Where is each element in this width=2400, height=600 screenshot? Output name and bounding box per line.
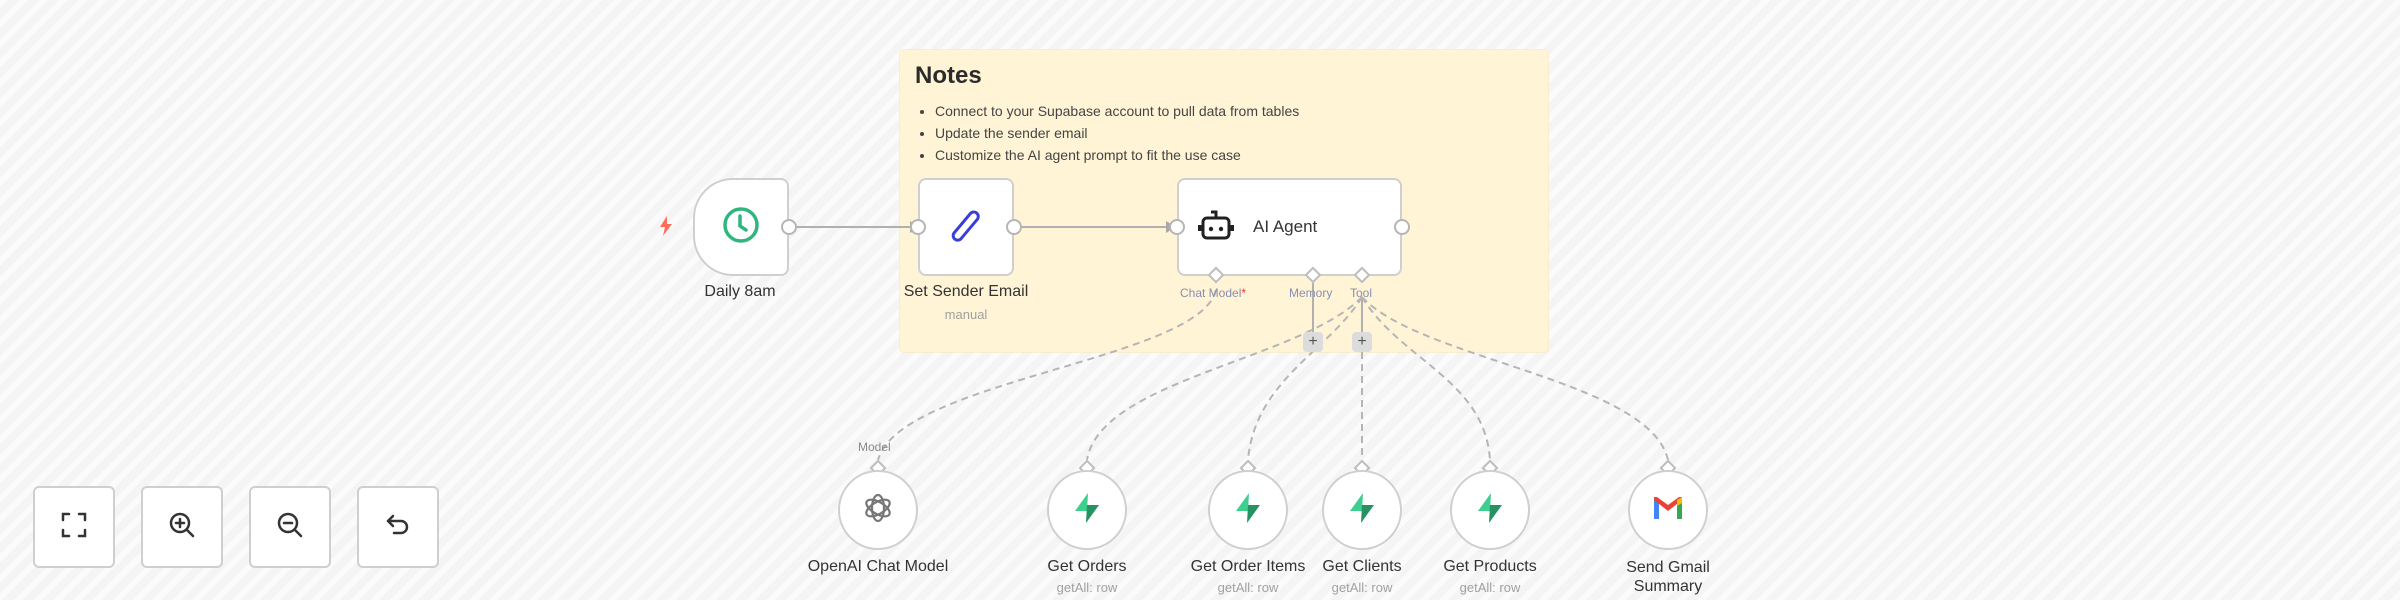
output-handle[interactable]: [1006, 219, 1022, 235]
reset-zoom-button[interactable]: [357, 486, 439, 568]
supabase-icon: [1475, 492, 1505, 529]
clock-icon: [721, 205, 761, 250]
model-input-label: Model: [858, 440, 891, 454]
zoom-in-button[interactable]: [141, 486, 223, 568]
edge-tool-get-order-items[interactable]: [1247, 296, 1363, 461]
node-label: Get Products: [1443, 558, 1537, 575]
add-memory-button[interactable]: +: [1303, 332, 1323, 352]
supabase-icon: [1233, 492, 1263, 529]
node-label: Daily 8am: [704, 283, 776, 300]
openai-icon: [861, 491, 895, 530]
supabase-icon: [1347, 492, 1377, 529]
output-handle[interactable]: [1394, 219, 1410, 235]
fullscreen-icon: [59, 510, 89, 545]
node-sublabel: getAll: row: [1056, 580, 1118, 595]
undo-icon: [383, 510, 413, 545]
node-get-clients[interactable]: [1322, 470, 1402, 550]
node-set-sender-email[interactable]: [918, 178, 1014, 276]
node-label: OpenAI Chat Model: [807, 558, 949, 575]
edge-tool-gmail[interactable]: [1361, 296, 1669, 461]
node-openai-chat-model[interactable]: [838, 470, 918, 550]
supabase-icon: [1072, 492, 1102, 529]
zoom-in-icon: [167, 510, 197, 545]
node-label: Set Sender Email: [903, 283, 1029, 300]
edge-tool-get-orders[interactable]: [1086, 296, 1363, 461]
edge-chat-model[interactable]: [877, 289, 1217, 461]
sticky-note-title: Notes: [915, 62, 982, 89]
node-sublabel: getAll: row: [1331, 580, 1393, 595]
input-handle[interactable]: [1169, 219, 1185, 235]
node-sublabel: getAll: row: [1459, 580, 1521, 595]
node-get-orders[interactable]: [1047, 470, 1127, 550]
chat-model-label: Chat Model*: [1180, 286, 1247, 300]
node-get-order-items[interactable]: [1208, 470, 1288, 550]
node-sublabel: getAll: row: [1217, 580, 1279, 595]
pencil-icon: [946, 205, 986, 250]
trigger-bolt-icon: [658, 215, 674, 242]
node-label: Get Clients: [1322, 558, 1402, 575]
zoom-out-button[interactable]: [249, 486, 331, 568]
edge-tool-get-products[interactable]: [1361, 296, 1491, 461]
robot-icon: [1197, 208, 1235, 247]
gmail-icon: [1652, 495, 1684, 526]
memory-label: Memory: [1289, 286, 1333, 300]
fit-view-button[interactable]: [33, 486, 115, 568]
zoom-out-icon: [275, 510, 305, 545]
node-daily-8am[interactable]: [693, 178, 789, 276]
node-get-products[interactable]: [1450, 470, 1530, 550]
node-label: AI Agent: [1253, 217, 1318, 236]
node-send-gmail-summary[interactable]: [1628, 470, 1708, 550]
node-ai-agent[interactable]: AI Agent: [1177, 178, 1402, 276]
sticky-note-item: Update the sender email: [935, 122, 1299, 144]
add-tool-button[interactable]: +: [1352, 332, 1372, 352]
sticky-note-list: Connect to your Supabase account to pull…: [915, 100, 1299, 166]
output-handle[interactable]: [781, 219, 797, 235]
node-label: Send Gmail Summary: [1626, 559, 1710, 595]
input-handle[interactable]: [910, 219, 926, 235]
sticky-note-item: Connect to your Supabase account to pull…: [935, 100, 1299, 122]
tool-label: Tool: [1350, 286, 1373, 300]
node-label: Get Orders: [1047, 558, 1127, 575]
sticky-note-item: Customize the AI agent prompt to fit the…: [935, 144, 1299, 166]
node-sublabel: manual: [944, 307, 988, 322]
node-label: Get Order Items: [1190, 558, 1306, 575]
